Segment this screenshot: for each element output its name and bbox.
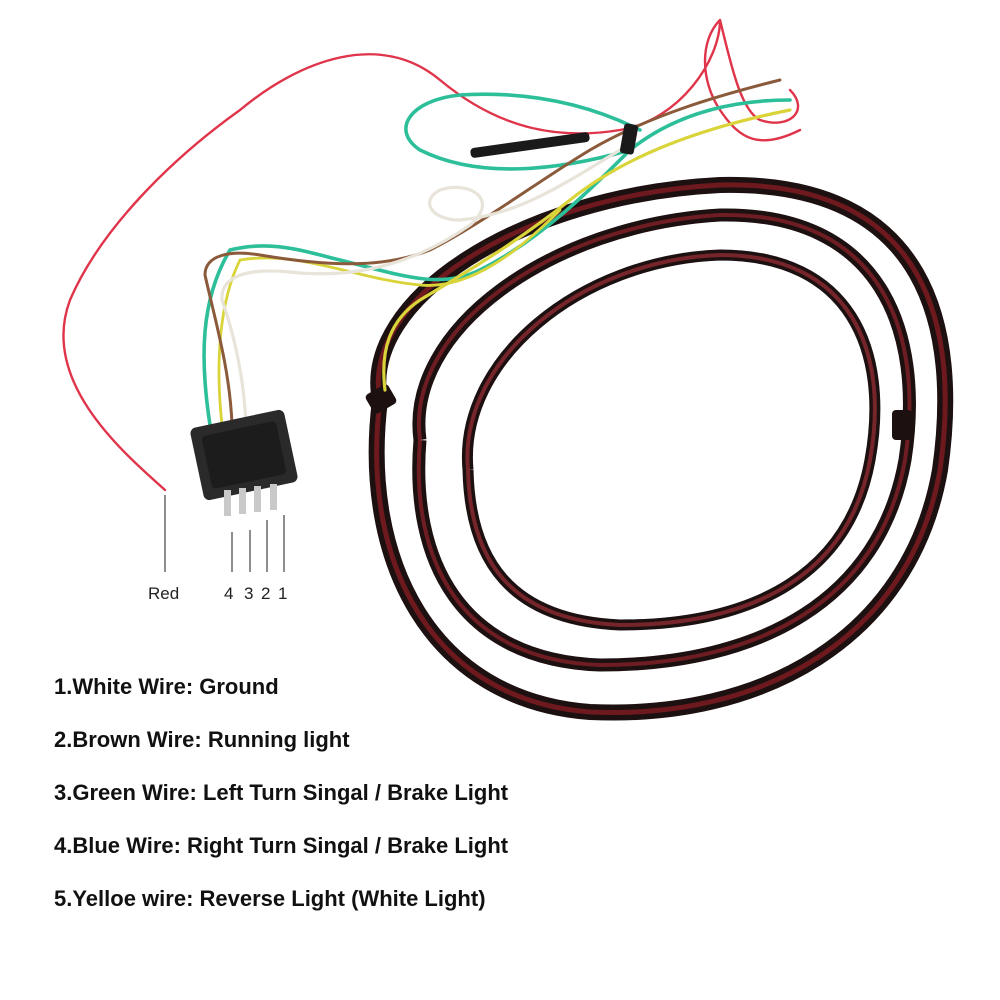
four-pin-connector: [190, 409, 298, 516]
legend-item-brown-wire: 2.Brown Wire: Running light: [54, 727, 350, 752]
wire-bundle: [62, 18, 802, 492]
pin-4-label: 4: [224, 584, 233, 603]
legend-item-blue-wire: 4.Blue Wire: Right Turn Singal / Brake L…: [54, 833, 509, 858]
leader-lines: [164, 495, 285, 572]
legend-item-white-wire: 1.White Wire: Ground: [54, 674, 279, 699]
pin-1-label: 1: [278, 584, 287, 603]
pin-2-label: 2: [261, 584, 270, 603]
red-wire-label: Red: [148, 584, 179, 603]
led-strip-coil: [365, 176, 954, 721]
pin-3-label: 3: [244, 584, 253, 603]
legend-item-yellow-wire: 5.Yelloe wire: Reverse Light (White Ligh…: [54, 886, 486, 911]
legend-item-green-wire: 3.Green Wire: Left Turn Singal / Brake L…: [54, 780, 509, 805]
wire-legend: 1.White Wire: Ground 2.Brown Wire: Runni…: [54, 670, 508, 935]
